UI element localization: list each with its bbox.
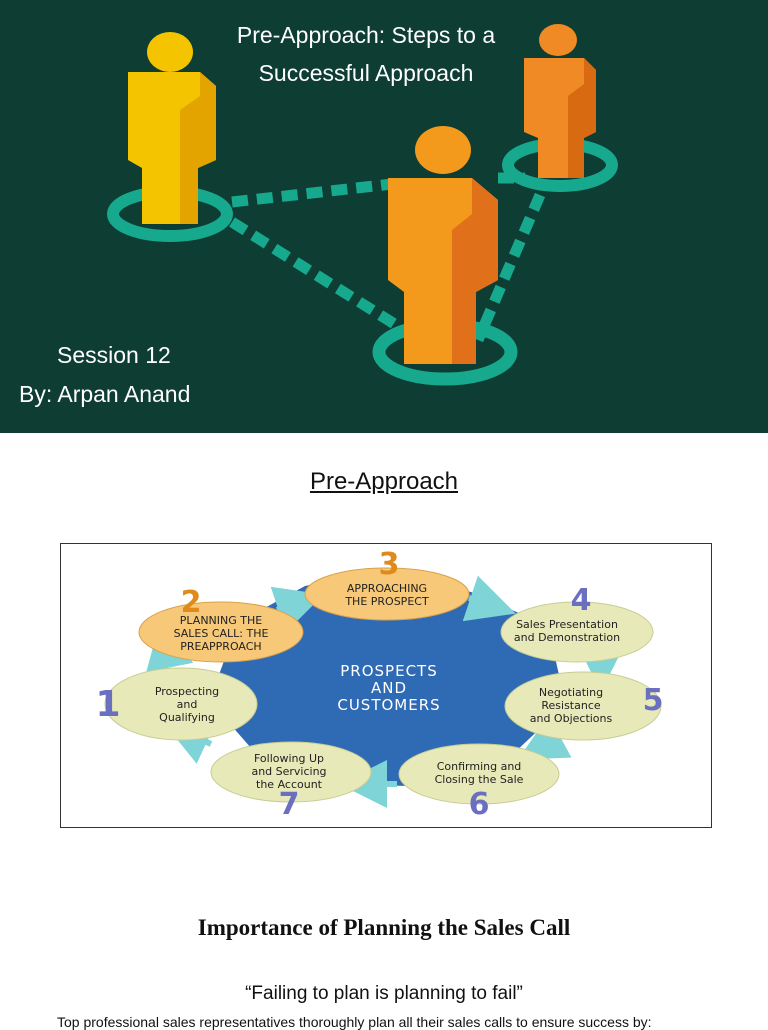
person-figure-yellow <box>128 32 216 224</box>
step-label-line3: Qualifying <box>159 711 215 724</box>
cover-title-line1: Pre-Approach: Steps to a <box>236 22 496 48</box>
cycle-diagram-svg: PROSPECTS AND CUSTOMERS 1 Prospecting an… <box>95 547 664 822</box>
session-label: Session 12 <box>57 342 171 368</box>
cover-title-line2: Successful Approach <box>258 60 474 86</box>
step-6-closing: 6 Confirming and Closing the Sale <box>398 743 560 822</box>
step-number: 3 <box>379 547 400 582</box>
step-node <box>304 567 470 621</box>
step-node <box>210 741 372 803</box>
network-people-illustration <box>107 24 618 386</box>
connector-line <box>231 178 393 208</box>
step-label-line2: and Demonstration <box>514 631 620 644</box>
connector-line <box>472 192 546 343</box>
step-3-approaching: 3 APPROACHING THE PROSPECT <box>304 547 470 621</box>
step-label-line2: THE PROSPECT <box>344 595 429 608</box>
step-number: 7 <box>279 787 300 822</box>
step-node <box>500 601 654 663</box>
arrow-2-to-3 <box>270 586 324 633</box>
step-label-line1: Confirming and <box>437 760 522 773</box>
connector-lines <box>229 172 546 345</box>
cover-title: Pre-Approach: Steps to a Successful Appr… <box>180 16 552 92</box>
hub-text-line3: CUSTOMERS <box>337 696 440 714</box>
step-2-planning: 2 PLANNING THE SALES CALL: THE PREAPPROA… <box>138 585 304 663</box>
step-7-following-up: 7 Following Up and Servicing the Account <box>210 741 372 822</box>
step-number: 5 <box>643 683 664 718</box>
cover-slide: Pre-Approach: Steps to a Successful Appr… <box>0 0 768 433</box>
step-label-line1: APPROACHING <box>347 582 427 595</box>
hub-text-line2: AND <box>371 679 407 697</box>
body-paragraph: Top professional sales representatives t… <box>57 1014 652 1030</box>
step-label-line3: PREAPPROACH <box>180 640 261 653</box>
step-4-presentation: 4 Sales Presentation and Demonstration <box>500 583 654 663</box>
step-label-line1: Following Up <box>254 752 324 765</box>
section-heading: Pre-Approach <box>309 468 459 495</box>
step-number: 4 <box>571 583 592 618</box>
importance-heading: Importance of Planning the Sales Call <box>197 915 571 940</box>
quote-text: “Failing to plan is planning to fail” <box>245 983 523 1004</box>
step-label-line1: Prospecting <box>155 685 219 698</box>
person-figure-orange-small <box>524 24 596 178</box>
hub-text-line1: PROSPECTS <box>340 662 437 680</box>
step-label-line2: Closing the Sale <box>435 773 524 786</box>
step-node <box>138 601 304 663</box>
step-label-line3: the Account <box>256 778 323 791</box>
step-number: 1 <box>95 684 120 725</box>
step-number: 2 <box>181 585 202 620</box>
step-label-line1: Sales Presentation <box>516 618 618 631</box>
step-label-line2: and <box>177 698 198 711</box>
connector-line <box>229 217 423 345</box>
step-node <box>104 667 258 741</box>
person-figure-orange-large <box>388 126 498 364</box>
step-label-line2: SALES CALL: THE <box>174 627 269 640</box>
step-label-line1: PLANNING THE <box>180 614 262 627</box>
arrow-3-to-4 <box>462 575 516 622</box>
step-label-line2: Resistance <box>541 699 601 712</box>
step-number: 6 <box>469 787 490 822</box>
step-label-line1: Negotiating <box>539 686 603 699</box>
step-node <box>398 743 560 805</box>
selling-process-diagram: PROSPECTS AND CUSTOMERS 1 Prospecting an… <box>60 543 712 828</box>
step-5-negotiating: 5 Negotiating Resistance and Objections <box>504 671 664 741</box>
step-label-line3: and Objections <box>530 712 613 725</box>
author-label: By: Arpan Anand <box>19 381 191 407</box>
step-1-prospecting: 1 Prospecting and Qualifying <box>95 667 258 741</box>
step-node <box>504 671 662 741</box>
step-label-line2: and Servicing <box>251 765 326 778</box>
